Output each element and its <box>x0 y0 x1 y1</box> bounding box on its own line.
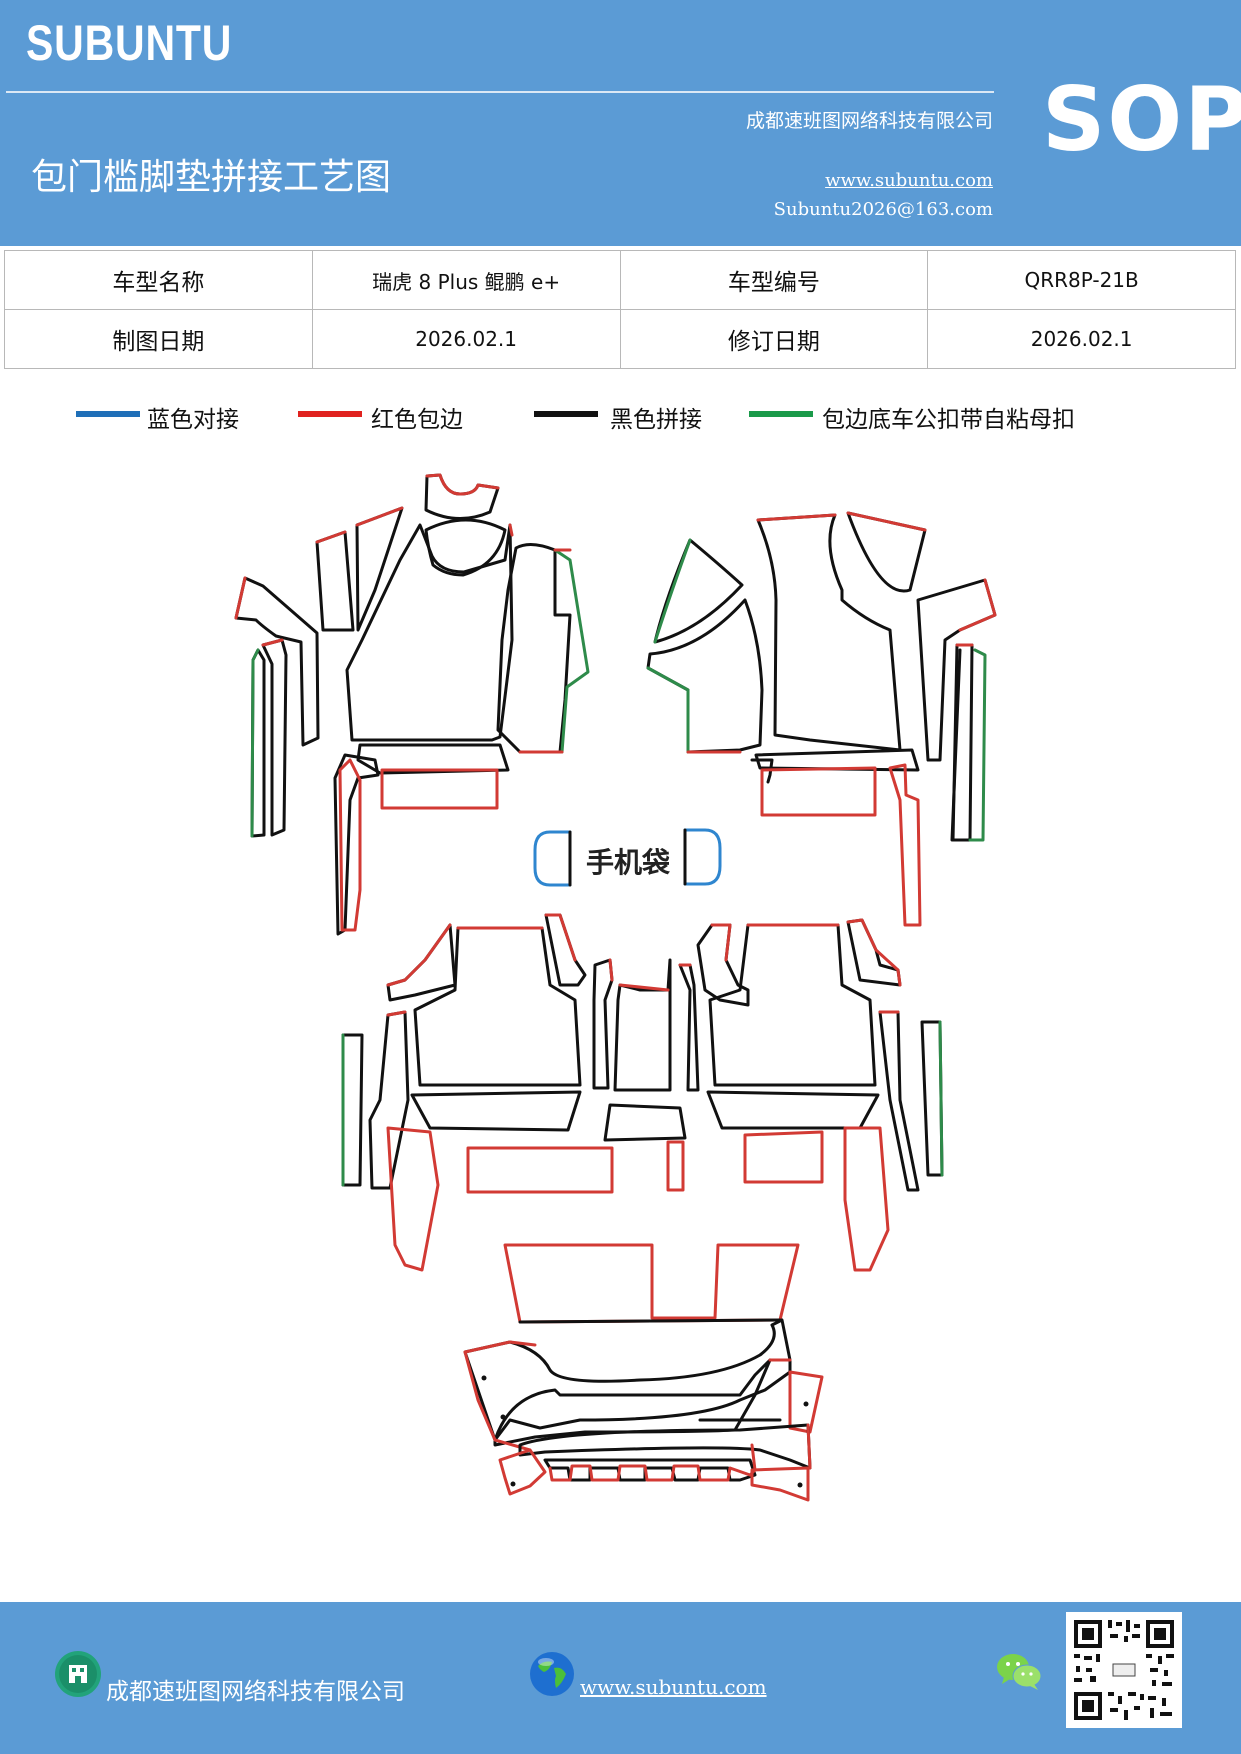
legend-label: 包边底车公扣带自粘母扣 <box>822 407 1075 433</box>
sop-badge: SOP <box>1042 68 1241 171</box>
footer-company-name: 成都速班图网络科技有限公司 <box>106 1679 405 1705</box>
table-row: 车型名称 瑞虎 8 Plus 鲲鹏 e+ 车型编号 QRR8P-21B <box>4 250 1236 310</box>
model-code-value: QRR8P-21B <box>927 250 1236 310</box>
revision-date-value: 2026.02.1 <box>927 309 1236 369</box>
footer-website-link[interactable]: www.subuntu.com <box>580 1675 767 1699</box>
footer-banner: 成都速班图网络科技有限公司 www.subuntu.com <box>0 1602 1241 1754</box>
vehicle-info-table: 车型名称 瑞虎 8 Plus 鲲鹏 e+ 车型编号 QRR8P-21B 制图日期… <box>4 250 1236 369</box>
wechat-icon <box>997 1654 1042 1690</box>
third-row-mat-group <box>463 1243 824 1502</box>
legend-swatch-red <box>298 411 362 417</box>
model-name-label: 车型名称 <box>4 250 313 310</box>
brand-logo: SUBUNTU <box>26 15 233 71</box>
website-link[interactable]: www.subuntu.com <box>825 170 993 191</box>
table-row: 制图日期 2026.02.1 修订日期 2026.02.1 <box>4 309 1236 369</box>
front-right-mat-group <box>646 511 997 927</box>
drawing-date-value: 2026.02.1 <box>311 309 621 369</box>
legend-swatch-black <box>534 411 598 417</box>
legend-label: 蓝色对接 <box>147 407 239 433</box>
legend-swatch-blue <box>76 411 140 417</box>
document-title: 包门槛脚垫拼接工艺图 <box>31 157 392 198</box>
model-name-value: 瑞虎 8 Plus 鲲鹏 e+ <box>311 250 621 310</box>
front-left-mat-group <box>234 473 590 936</box>
qr-code[interactable] <box>1066 1612 1182 1728</box>
header-divider <box>6 91 994 93</box>
legend-label: 黑色拼接 <box>610 407 702 433</box>
floor-mat-diagram: 手机袋 <box>234 473 997 1502</box>
building-icon <box>55 1651 101 1697</box>
color-legend: 蓝色对接 红色包边 黑色拼接 包边底车公扣带自粘母扣 <box>0 400 1241 440</box>
legend-label: 红色包边 <box>371 407 463 433</box>
model-code-label: 车型编号 <box>619 250 929 310</box>
header-banner: SUBUNTU 成都速班图网络科技有限公司 包门槛脚垫拼接工艺图 www.sub… <box>0 0 1241 246</box>
globe-icon <box>530 1652 574 1696</box>
legend-swatch-green <box>749 411 813 417</box>
phone-pocket-label: 手机袋 <box>586 846 671 879</box>
email-address: Subuntu2026@163.com <box>773 199 993 220</box>
phone-pocket-group: 手机袋 <box>533 828 722 887</box>
revision-date-label: 修订日期 <box>619 309 929 369</box>
drawing-date-label: 制图日期 <box>4 309 313 369</box>
second-row-mat-group <box>341 913 944 1272</box>
company-name: 成都速班图网络科技有限公司 <box>745 110 993 132</box>
